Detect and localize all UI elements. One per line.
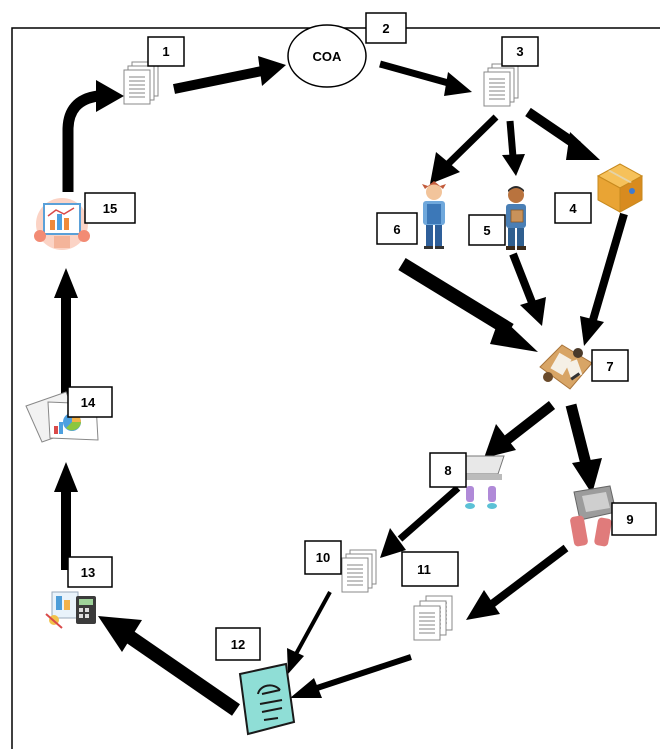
- svg-text:5: 5: [483, 223, 490, 238]
- package-box-icon: [596, 163, 644, 213]
- step-label-14: 14: [67, 386, 113, 418]
- svg-text:6: 6: [393, 222, 400, 237]
- arrow-9-to-11: [466, 544, 569, 620]
- step-label-1: 1: [147, 36, 185, 67]
- arrow-5-to-7: [509, 252, 546, 326]
- arrow-8-to-10: [380, 485, 461, 558]
- step-label-4: 4: [554, 192, 592, 224]
- step-label-11: 11: [401, 551, 459, 587]
- arrow-6-to-7: [398, 258, 538, 352]
- arrow-15-to-1: [62, 80, 124, 192]
- document-stack-icon: [123, 61, 159, 105]
- calculator-accounting-icon: [45, 591, 96, 629]
- svg-text:14: 14: [81, 395, 96, 410]
- person-laptop-icon: [570, 485, 617, 547]
- arrow-10-to-12: [287, 591, 332, 674]
- svg-text:12: 12: [231, 637, 245, 652]
- step-label-9: 9: [611, 502, 657, 536]
- step-label-6: 6: [376, 212, 418, 245]
- svg-text:2: 2: [382, 21, 389, 36]
- arrow-3-to-5: [502, 120, 525, 176]
- step-label-12: 12: [215, 627, 261, 661]
- svg-text:3: 3: [516, 44, 523, 59]
- document-stack-icon: [341, 549, 377, 593]
- step-label-13: 13: [67, 556, 113, 588]
- svg-text:15: 15: [103, 201, 117, 216]
- arrow-2-to-3: [379, 60, 472, 96]
- laptop-typing-icon: [459, 455, 505, 509]
- svg-text:4: 4: [569, 201, 577, 216]
- arrow-1-to-2: [172, 56, 286, 94]
- number-labels: 1 2 3 4 5 6 7 8: [67, 12, 657, 661]
- svg-text:9: 9: [626, 512, 633, 527]
- arrow-11-to-12: [290, 654, 412, 698]
- step-label-2: 2: [365, 12, 407, 44]
- step-label-7: 7: [591, 349, 629, 382]
- worker-person-icon: [422, 181, 446, 249]
- arrow-3-to-4: [525, 107, 600, 160]
- arrow-14-to-15: [54, 268, 78, 394]
- coa-label: COA: [313, 49, 343, 64]
- svg-text:11: 11: [417, 562, 431, 577]
- arrow-3-to-6: [430, 114, 499, 184]
- document-stack-icon: [413, 595, 453, 641]
- arrow-7-to-9: [565, 403, 602, 494]
- step-label-10: 10: [304, 540, 342, 575]
- coa-node: COA: [287, 24, 367, 88]
- svg-text:7: 7: [606, 359, 613, 374]
- svg-text:8: 8: [444, 463, 451, 478]
- step-label-15: 15: [84, 192, 136, 224]
- document-stack-icon: [483, 63, 519, 107]
- svg-text:10: 10: [316, 550, 330, 565]
- desk-paperwork-icon: [539, 344, 593, 390]
- arrow-12-to-13: [98, 616, 240, 716]
- arrow-4-to-7: [580, 212, 628, 346]
- step-label-5: 5: [468, 214, 506, 246]
- diagram-frame: [11, 27, 660, 749]
- svg-text:1: 1: [162, 44, 169, 59]
- worker-carrying-box-icon: [506, 186, 526, 250]
- arrow-7-to-8: [484, 401, 556, 458]
- booklet-icon: [238, 662, 296, 736]
- presentation-board-icon: [34, 198, 90, 250]
- step-label-8: 8: [429, 452, 467, 488]
- arrow-13-to-14: [54, 462, 78, 570]
- step-label-3: 3: [501, 36, 539, 67]
- svg-text:13: 13: [81, 565, 95, 580]
- flow-arrows: [54, 56, 628, 716]
